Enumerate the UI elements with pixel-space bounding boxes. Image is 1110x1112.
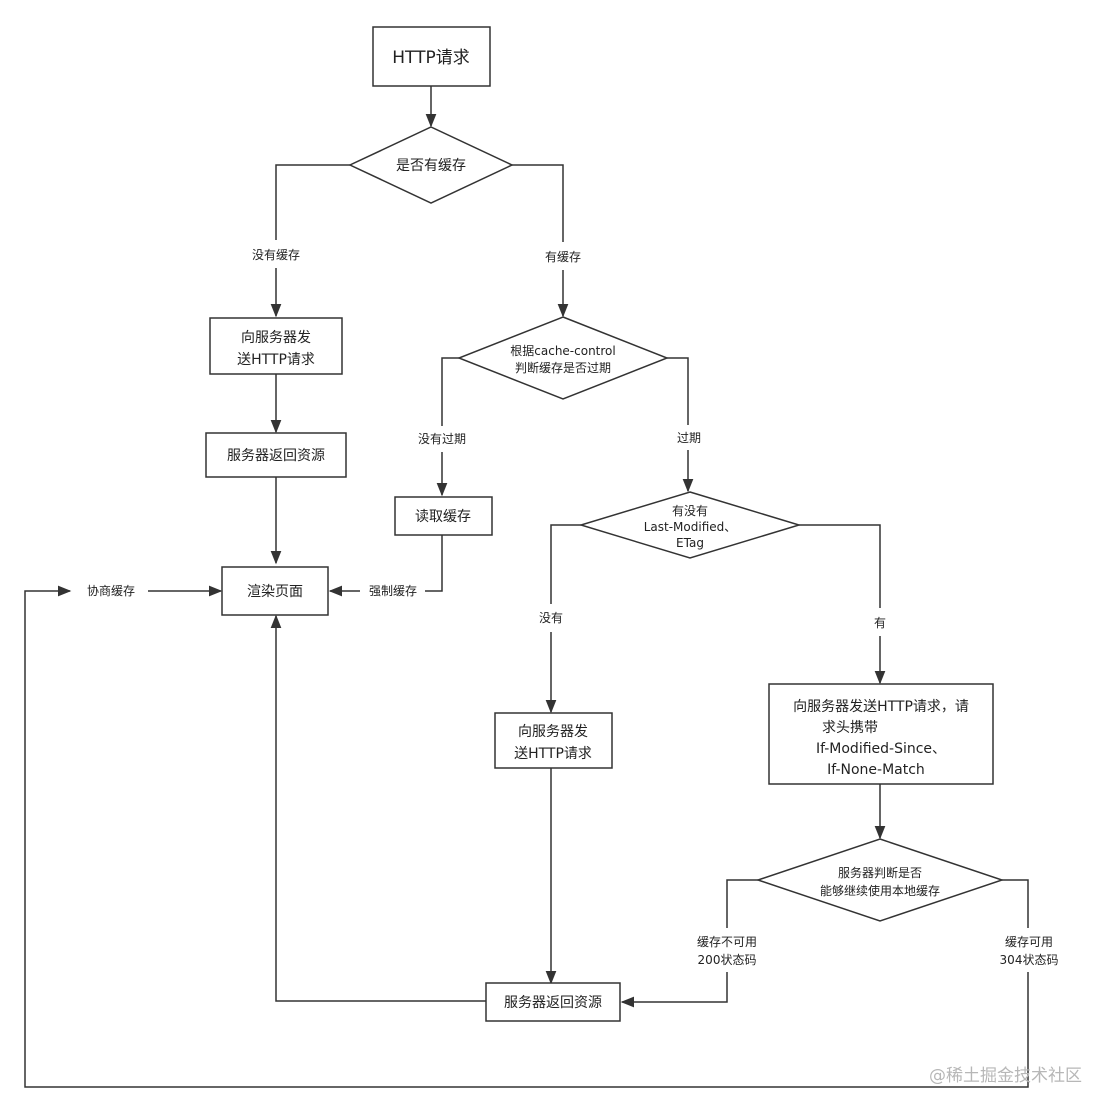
edge-cachecontrol-left: [441, 357, 459, 426]
label-read-cache: 读取缓存: [415, 508, 471, 525]
node-labels: HTTP请求 是否有缓存 向服务器发 送HTTP请求 服务器返回资源 渲染页面 …: [227, 48, 969, 1011]
label-render-page: 渲染页面: [247, 584, 303, 600]
label-send-request-right-2: 求头携带: [822, 720, 878, 736]
node-cache-control: [456, 316, 670, 400]
edge-label-unusable-2: 200状态码: [698, 953, 757, 967]
edge-label-expired: 过期: [677, 431, 701, 445]
edge-hascache-to-cachecontrol: [512, 164, 564, 242]
label-send-request-left-1: 向服务器发: [241, 330, 311, 346]
label-has-lastmod-1: 有没有: [672, 503, 708, 518]
label-server-judge-2: 能够继续使用本地缓存: [820, 883, 940, 898]
edge-unusable-to-return-bottom: [620, 972, 728, 1008]
label-http-request: HTTP请求: [392, 48, 470, 68]
edge-judge-left: [726, 879, 758, 928]
edge-label-usable-1: 缓存可用: [1005, 935, 1053, 949]
label-server-return-left: 服务器返回资源: [227, 448, 325, 464]
label-send-request-left-2: 送HTTP请求: [237, 352, 315, 368]
edge-labels: 没有缓存 有缓存 没有过期 过期 没有 有 强制缓存 协商缓存 缓存不可用 20…: [87, 247, 1058, 967]
label-server-judge-1: 服务器判断是否: [838, 865, 922, 880]
nodes: [205, 26, 1005, 1022]
node-read-cache: [394, 496, 493, 536]
edge-label-usable-2: 304状态码: [1000, 953, 1059, 967]
edge-usable-loop: [24, 585, 1029, 1088]
label-has-lastmod-2: Last-Modified、: [644, 520, 737, 534]
edge-lastmod-right: [799, 524, 881, 608]
label-has-cache: 是否有缓存: [396, 158, 466, 174]
watermark: @稀土掘金技术社区: [929, 1066, 1082, 1086]
label-send-request-mid-2: 送HTTP请求: [514, 746, 592, 762]
node-has-lastmod: [578, 491, 802, 559]
label-send-request-mid-1: 向服务器发: [518, 724, 588, 740]
edge-cachecontrol-right: [667, 357, 689, 425]
node-render-page: [221, 566, 329, 616]
edge-label-has-cache: 有缓存: [545, 250, 581, 264]
label-send-request-right-3: If-Modified-Since、: [816, 741, 946, 757]
label-cache-control-1: 根据cache-control: [510, 344, 615, 358]
label-cache-control-2: 判断缓存是否过期: [515, 360, 611, 375]
edge-lastmod-left: [550, 524, 581, 604]
label-has-lastmod-3: ETag: [676, 536, 704, 550]
edge-label-no-cache: 没有缓存: [252, 247, 300, 262]
node-has-cache: [348, 126, 514, 204]
node-send-request-mid: [494, 712, 613, 769]
label-send-request-right-4: If-None-Match: [827, 762, 925, 778]
edge-label-not-expired: 没有过期: [418, 431, 466, 446]
node-server-return-bottom: [485, 982, 621, 1022]
edge-label-force-cache: 强制缓存: [369, 584, 417, 598]
connectors: [24, 86, 1029, 1088]
node-send-request-right: [768, 683, 994, 785]
edge-label-negotiate-cache: 协商缓存: [87, 583, 135, 598]
node-server-return-left: [205, 432, 347, 478]
edge-nocache-to-send-left: [275, 164, 350, 240]
edge-label-unusable-1: 缓存不可用: [697, 935, 757, 949]
label-send-request-right-1: 向服务器发送HTTP请求，请: [793, 699, 969, 715]
node-http-request: [372, 26, 491, 87]
node-server-judge: [755, 838, 1005, 922]
label-server-return-bottom: 服务器返回资源: [504, 995, 602, 1011]
edge-return-bottom-to-render: [270, 614, 486, 1002]
node-send-request-left: [209, 317, 343, 375]
edge-label-none: 没有: [539, 610, 563, 625]
edge-judge-right: [1002, 879, 1029, 928]
edge-label-has: 有: [874, 616, 886, 630]
edge-readcache-to-render: [425, 535, 443, 592]
